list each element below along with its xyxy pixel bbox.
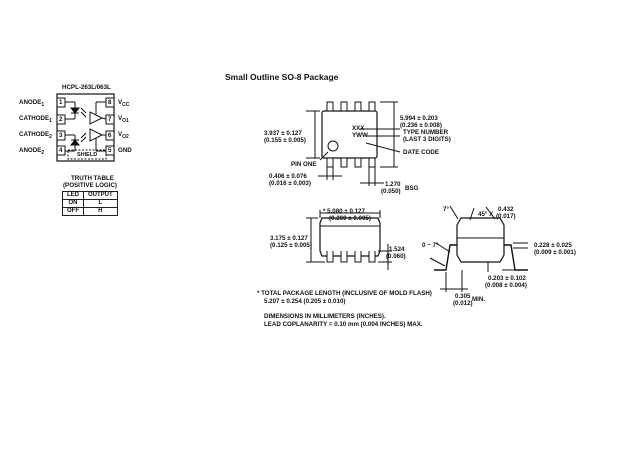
pin-num-6: 6 <box>108 132 112 139</box>
end-view-body <box>456 217 505 263</box>
truth-table-subtitle: (POSITIVE LOGIC) <box>63 182 117 189</box>
top-width-dim-in: (0.236 ± 0.008) <box>400 122 442 129</box>
truth-table: LED OUTPUT ON L OFF H <box>62 191 118 216</box>
lead-thickness-dim: 0.228 ± 0.025 <box>534 242 572 249</box>
pin-one-label: PIN ONE <box>291 161 317 168</box>
side-height-dim-in: (0.125 ± 0.005) <box>270 242 312 249</box>
shield-label: SHIELD <box>77 152 98 158</box>
shield-outline <box>67 149 107 160</box>
bsg-label: BSG <box>405 185 419 192</box>
side-view-body <box>319 217 381 257</box>
note-coplanarity: LEAD COPLANARITY = 0.10 mm (0.004 INCHES… <box>264 321 423 328</box>
pin-num-3: 3 <box>59 132 63 139</box>
lead-thickness-dim-in: (0.009 ± 0.001) <box>534 249 576 256</box>
type-number-label: TYPE NUMBER <box>403 129 449 136</box>
pin-num-7: 7 <box>108 116 112 123</box>
lead-width-dim: 0.406 ± 0.076 <box>269 173 307 180</box>
top-view-body <box>321 110 378 159</box>
table-cell: H <box>83 207 118 216</box>
note-total-length-value: 5.207 ± 0.254 (0.205 ± 0.010) <box>264 298 346 305</box>
device-outline <box>56 93 115 162</box>
pin-num-2: 2 <box>59 116 63 123</box>
pin-num-1: 1 <box>59 99 63 106</box>
pin-label-cathode2: CATHODE2 <box>19 131 52 141</box>
table-row: OFF H <box>62 207 118 216</box>
part-label: HCPL-263L/063L <box>62 84 111 91</box>
lead-height-dim: 1.524 <box>389 246 405 253</box>
note-dimensions: DIMENSIONS IN MILLIMETERS (INCHES). <box>264 313 386 320</box>
angle-range-label: 0 ~ 7° <box>422 242 439 249</box>
angle-top-label: 7° <box>443 206 449 213</box>
top-width-dim: 5.994 ± 0.203 <box>400 115 438 122</box>
note-total-length: * TOTAL PACKAGE LENGTH (INCLUSIVE OF MOL… <box>257 290 432 297</box>
marking-yww: YWW <box>352 132 368 139</box>
side-length-dim-in: (0.200 ± 0.005) <box>329 215 371 222</box>
pin-label-anode1: ANODE1 <box>19 99 45 109</box>
chamfer-value: 0.432 <box>498 206 514 213</box>
table-cell: L <box>83 199 118 208</box>
min-label: MIN. <box>472 296 486 303</box>
table-row: ON L <box>62 199 118 208</box>
pin-num-5: 5 <box>108 147 112 154</box>
pin-label-vcc: VCC <box>118 99 130 109</box>
marking-xxx: XXX <box>352 125 365 132</box>
table-header: OUTPUT <box>83 191 118 200</box>
pitch-dim: 1.270 <box>385 181 401 188</box>
side-height-dim: 3.175 ± 0.127 <box>270 235 308 242</box>
standoff-dim: 0.203 ± 0.102 <box>488 275 526 282</box>
pin-num-8: 8 <box>108 99 112 106</box>
chamfer-label: 45° X <box>478 211 494 218</box>
lead-height-dim-in: (0.060) <box>386 253 406 260</box>
pin-label-anode2: ANODE2 <box>19 147 45 157</box>
type-number-sub: (LAST 3 DIGITS) <box>403 136 451 143</box>
foot-dim: 0.305 <box>455 293 471 300</box>
pin-label-cathode1: CATHODE1 <box>19 115 52 125</box>
table-header: LED <box>62 191 84 200</box>
package-title: Small Outline SO-8 Package <box>225 72 339 82</box>
foot-dim-in: (0.012) <box>453 300 473 307</box>
pin-label-gnd: GND <box>118 147 132 154</box>
table-row: LED OUTPUT <box>62 191 118 200</box>
table-cell: OFF <box>62 207 84 216</box>
pin-label-vo1: VO1 <box>118 115 129 125</box>
truth-table-title: TRUTH TABLE <box>71 175 114 182</box>
top-height-dim-in: (0.155 ± 0.005) <box>264 137 306 144</box>
standoff-dim-in: (0.008 ± 0.004) <box>485 282 527 289</box>
lead-width-dim-in: (0.016 ± 0.003) <box>269 180 311 187</box>
pin-num-4: 4 <box>59 147 63 154</box>
pitch-dim-in: (0.050) <box>381 188 401 195</box>
chamfer-value-in: (0.017) <box>496 213 516 220</box>
pin-label-vo2: VO2 <box>118 131 129 141</box>
pin-one-dot <box>327 140 339 152</box>
date-code-label: DATE CODE <box>403 149 439 156</box>
top-height-dim: 3.937 ± 0.127 <box>264 130 302 137</box>
table-cell: ON <box>62 199 84 208</box>
side-length-dim: * 5.080 ± 0.127 <box>323 208 365 215</box>
